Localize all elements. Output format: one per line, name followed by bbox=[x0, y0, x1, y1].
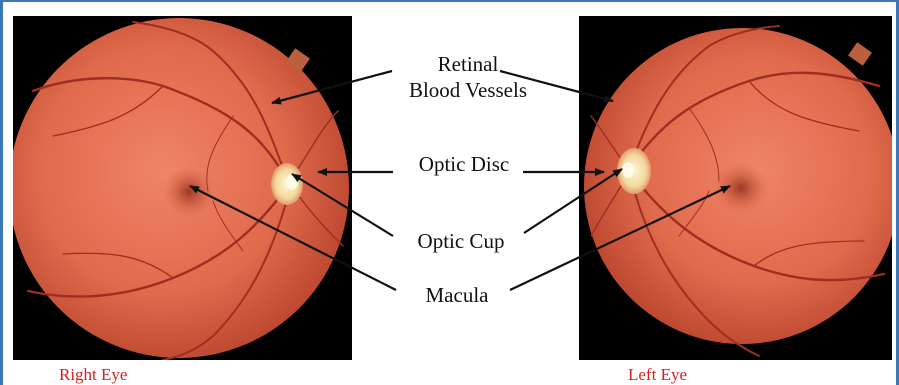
right-eye-fundus-image bbox=[13, 16, 352, 360]
caption-right-eye: Right Eye bbox=[59, 365, 127, 385]
label-retinal-blood-vessels: Retinal Blood Vessels bbox=[398, 51, 538, 103]
caption-left-eye: Left Eye bbox=[628, 365, 687, 385]
right-eye-fundus-drawing bbox=[13, 16, 352, 360]
label-optic-disc: Optic Disc bbox=[399, 151, 529, 177]
right-macula bbox=[163, 166, 215, 218]
label-retinal-line1: Retinal bbox=[398, 51, 538, 77]
label-retinal-line2: Blood Vessels bbox=[398, 77, 538, 103]
left-eye-fundus-drawing bbox=[579, 16, 892, 360]
left-optic-cup bbox=[622, 162, 634, 178]
left-macula bbox=[713, 162, 769, 214]
right-optic-cup bbox=[286, 174, 298, 190]
label-macula: Macula bbox=[402, 282, 512, 308]
left-fundus-notch bbox=[848, 42, 872, 65]
left-eye-fundus-image bbox=[579, 16, 892, 360]
label-optic-cup: Optic Cup bbox=[396, 228, 526, 254]
